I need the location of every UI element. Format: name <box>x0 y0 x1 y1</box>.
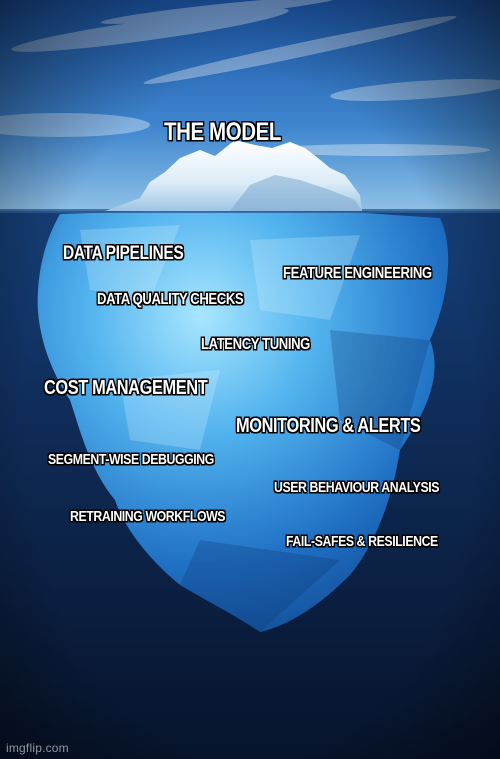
underwater-label: RETRAINING WORKFLOWS <box>70 508 226 525</box>
underwater-label: MONITORING & ALERTS <box>236 415 421 437</box>
underwater-label: FEATURE ENGINEERING <box>283 265 432 282</box>
underwater-label: DATA QUALITY CHECKS <box>97 291 244 308</box>
underwater-label: USER BEHAVIOUR ANALYSIS <box>274 479 440 496</box>
underwater-label: DATA PIPELINES <box>63 243 184 264</box>
tip-label: THE MODEL <box>164 118 282 146</box>
watermark: imgflip.com <box>6 741 69 755</box>
underwater-label: FAIL-SAFES & RESILIENCE <box>286 533 438 550</box>
underwater-label: COST MANAGEMENT <box>44 377 208 399</box>
underwater-label: SEGMENT-WISE DEBUGGING <box>48 451 214 468</box>
underwater-label: LATENCY TUNING <box>201 336 310 353</box>
